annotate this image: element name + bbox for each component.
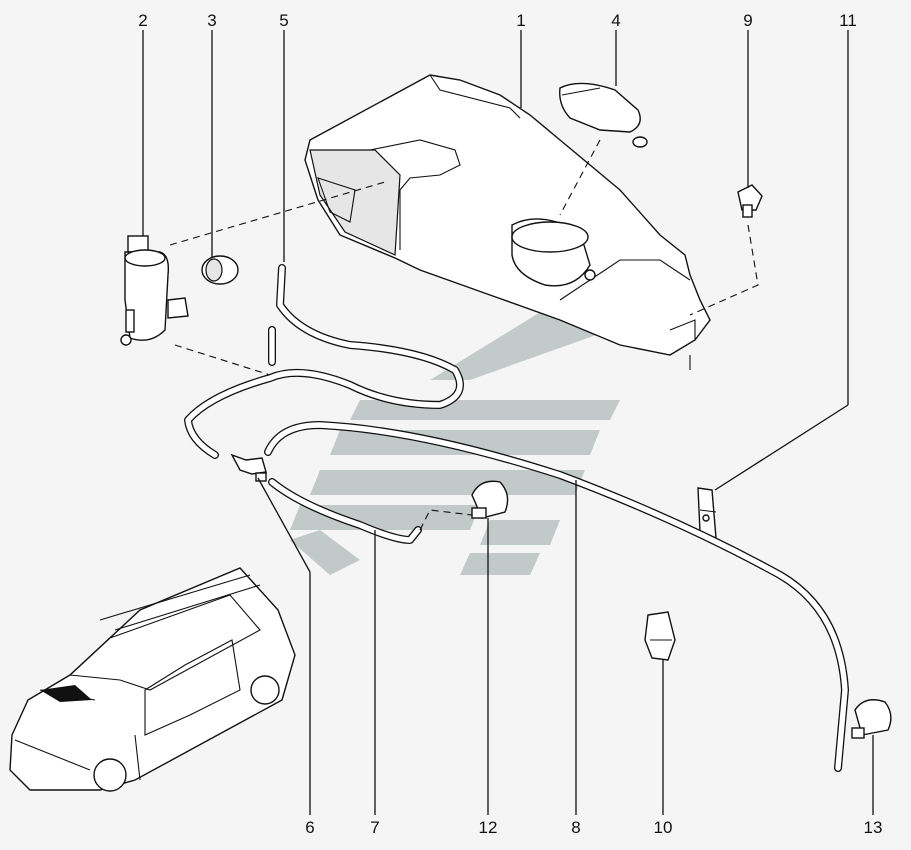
hose-clip [644, 611, 676, 661]
washer-jet-center [471, 480, 509, 519]
callout-8: 8 [571, 818, 580, 837]
pump-grommet [201, 255, 239, 285]
assembly-lines [169, 139, 759, 531]
callout-5: 5 [279, 11, 288, 30]
mounting-bolt [737, 184, 763, 218]
leader-lines [142, 30, 874, 815]
callout-4: 4 [611, 11, 620, 30]
callout-7: 7 [370, 818, 379, 837]
filler-cap [559, 82, 648, 148]
callout-6: 6 [305, 818, 314, 837]
callout-12: 12 [479, 818, 498, 837]
callout-13: 13 [864, 818, 883, 837]
callout-11: 11 [839, 11, 857, 30]
callout-10: 10 [654, 818, 673, 837]
callout-2: 2 [138, 11, 147, 30]
hose-assembly [184, 264, 849, 772]
callout-9: 9 [743, 11, 752, 30]
callout-3: 3 [207, 11, 216, 30]
washer-reservoir [304, 74, 711, 370]
callout-1: 1 [516, 11, 525, 30]
washer-jet-rear [851, 699, 892, 739]
callout-labels: 1 2 3 4 5 6 7 8 9 10 11 12 13 [138, 11, 882, 837]
washer-pump [120, 235, 189, 346]
van-locator-icon [9, 567, 296, 792]
